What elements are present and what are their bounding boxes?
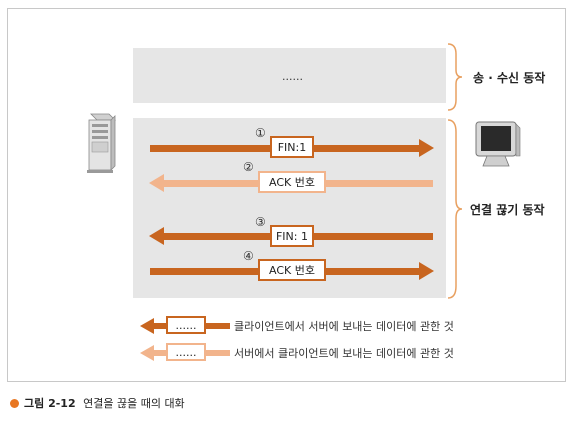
caption-bullet-icon	[10, 399, 19, 408]
caption-text: 연결을 끊을 때의 대화	[83, 397, 185, 410]
msg-box-3: FIN: 1	[270, 225, 314, 247]
send-receive-panel	[133, 48, 446, 103]
legend-text-client: 클라이언트에서 서버에 보내는 데이터에 관한 것	[234, 320, 454, 333]
msg-box-4: ACK 번호	[258, 259, 326, 281]
disconnect-label: 연결 끊기 동작	[470, 203, 545, 217]
msg-num-2: ②	[243, 160, 254, 174]
monitor-icon	[475, 121, 521, 167]
server-icon	[87, 113, 116, 173]
send-receive-label: 송 · 수신 동작	[473, 71, 546, 85]
brace-disconnect	[447, 119, 463, 299]
msg-box-1: FIN:1	[270, 136, 314, 158]
msg-num-4: ④	[243, 249, 254, 263]
msg-num-1: ①	[255, 126, 266, 140]
brace-send-receive	[447, 43, 463, 111]
legend-text-server: 서버에서 클라이언트에 보내는 데이터에 관한 것	[234, 347, 454, 360]
ellipsis: ......	[282, 70, 303, 83]
figure-caption: 그림 2-12 연결을 끊을 때의 대화	[24, 395, 185, 411]
legend-box-dark: ......	[166, 316, 206, 334]
legend-box-light: ......	[166, 343, 206, 361]
caption-lead: 그림 2-12	[24, 397, 76, 410]
legend-row-server: ...... 서버에서 클라이언트에 보내는 데이터에 관한 것	[140, 343, 490, 363]
msg-box-2: ACK 번호	[258, 171, 326, 193]
legend-row-client: ...... 클라이언트에서 서버에 보내는 데이터에 관한 것	[140, 316, 490, 336]
msg-num-3: ③	[255, 215, 266, 229]
